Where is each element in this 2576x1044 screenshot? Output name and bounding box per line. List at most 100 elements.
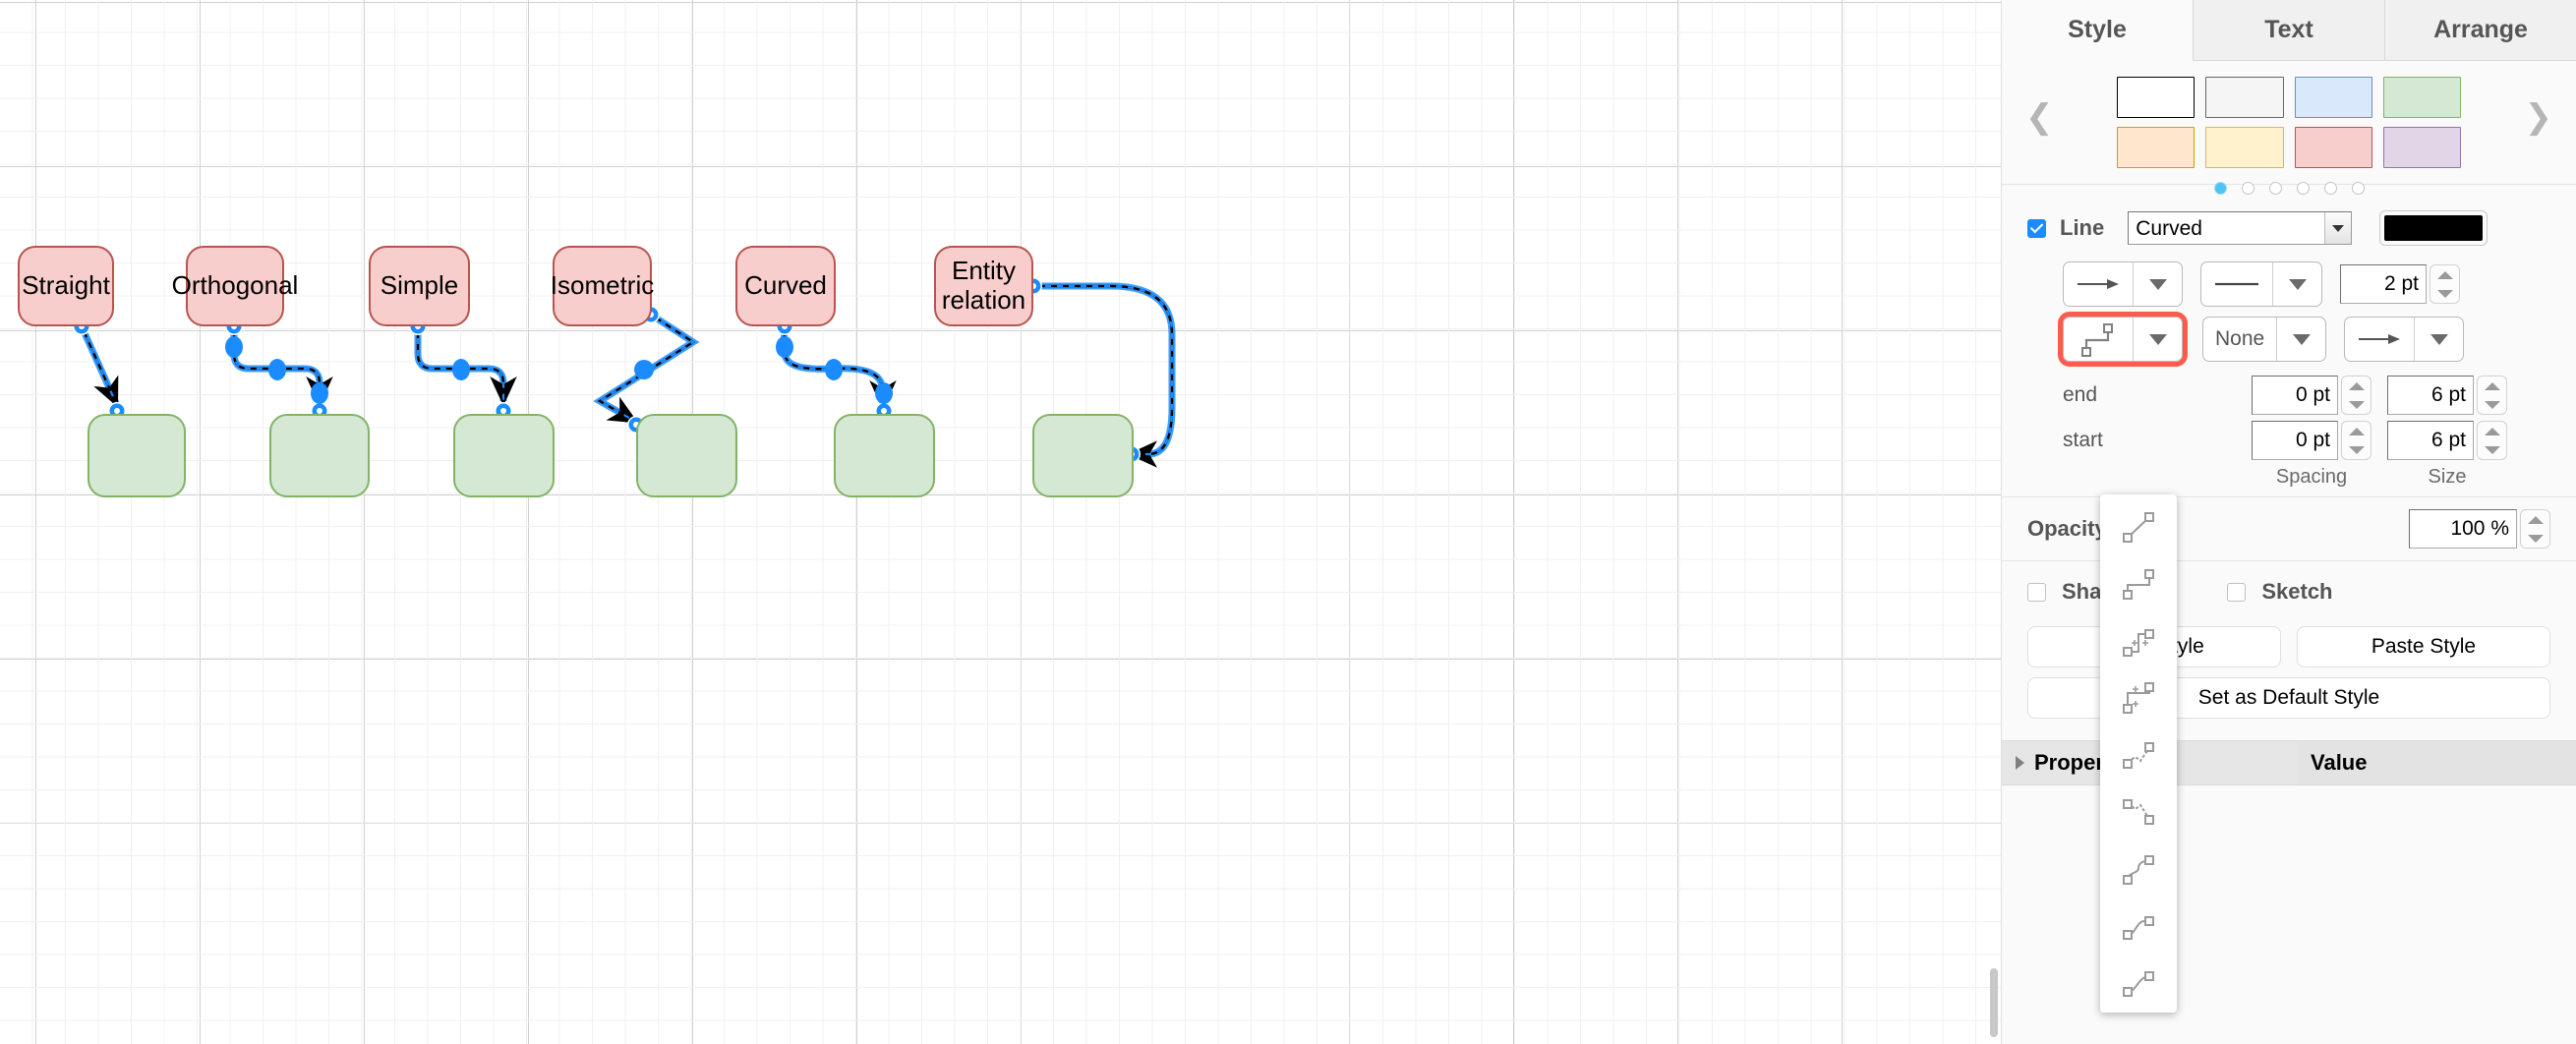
waypoint-handles[interactable] (225, 336, 893, 404)
waypoint-option-entity-relation[interactable] (2100, 898, 2177, 955)
tab-text[interactable]: Text (2194, 0, 2385, 60)
start-arrow-button[interactable] (2063, 261, 2183, 307)
waypoint-option-vertical[interactable] (2100, 612, 2177, 669)
opacity-stepper[interactable] (2520, 509, 2550, 549)
chevron-down-icon[interactable] (2276, 318, 2325, 361)
triangle-right-icon[interactable] (2016, 756, 2024, 770)
line-checkbox[interactable] (2027, 218, 2046, 238)
opacity-input[interactable]: 100 % (2409, 509, 2517, 549)
canvas-vertical-scrollbar[interactable] (1987, 0, 2001, 1044)
style-swatch-3[interactable] (2294, 77, 2372, 118)
shape-target-1[interactable] (88, 414, 186, 497)
chevron-down-icon[interactable] (2272, 262, 2321, 306)
shape-target-3[interactable] (453, 414, 555, 497)
waypoint-option-straight[interactable] (2100, 498, 2177, 555)
default-style-row: Set as Default Style (2002, 677, 2576, 719)
line-dash-button[interactable] (2200, 261, 2322, 307)
shape-target-4[interactable] (636, 414, 737, 497)
scrollbar-thumb[interactable] (1990, 968, 1998, 1037)
stepper-down-icon[interactable] (2478, 440, 2506, 459)
end-arrow-button[interactable] (2344, 317, 2465, 362)
waypoint-option-curved-alt[interactable] (2100, 955, 2177, 1012)
shape-straight[interactable]: Straight (18, 246, 114, 326)
shape-curved[interactable]: Curved (735, 246, 836, 326)
palette-dot-4[interactable] (2296, 182, 2310, 195)
arrow-right-icon (2345, 318, 2414, 361)
waypoint-option-isometric-vertical[interactable] (2100, 783, 2177, 841)
style-swatch-2[interactable] (2205, 77, 2284, 118)
end-size-input[interactable]: 6 pt (2387, 376, 2474, 415)
tab-arrange[interactable]: Arrange (2385, 0, 2576, 60)
stepper-up-icon[interactable] (2342, 377, 2371, 395)
waypoint-option-curved[interactable] (2100, 841, 2177, 898)
line-label: Line (2060, 215, 2105, 240)
waypoint-option-isometric[interactable] (2100, 726, 2177, 783)
line-width-input[interactable]: 2 pt (2340, 264, 2427, 304)
style-swatch-7[interactable] (2294, 127, 2372, 168)
chevron-right-icon[interactable]: ❯ (2524, 98, 2553, 136)
diagram-canvas[interactable]: Straight Orthogonal Simple Isometric Cur… (0, 0, 2001, 1044)
palette-dot-2[interactable] (2241, 182, 2254, 195)
end-spacing-stepper[interactable] (2341, 376, 2371, 415)
line-width-stepper[interactable] (2430, 264, 2460, 304)
shape-target-6[interactable] (1032, 414, 1134, 497)
shape-entity-relation[interactable]: Entity relation (934, 246, 1033, 326)
shape-target-2[interactable] (269, 414, 370, 497)
set-default-style-label: Set as Default Style (2197, 686, 2380, 709)
connector-entity-relation[interactable] (1033, 282, 1176, 468)
end-spacing-field: 0 pt (2252, 376, 2371, 415)
style-swatch-1[interactable] (2117, 77, 2195, 118)
waypoint-style-button[interactable] (2058, 312, 2188, 367)
start-size-stepper[interactable] (2477, 421, 2507, 460)
shape-isometric[interactable]: Isometric (551, 246, 654, 326)
start-size-input[interactable]: 6 pt (2387, 421, 2474, 460)
connector-straight[interactable] (78, 324, 120, 408)
stepper-up-icon[interactable] (2478, 377, 2506, 395)
end-spacing-input[interactable]: 0 pt (2252, 376, 2338, 415)
stepper-down-icon[interactable] (2342, 440, 2371, 459)
opacity-label: Opacity (2027, 516, 2107, 541)
shape-orthogonal[interactable]: Orthogonal (172, 246, 298, 326)
style-swatch-4[interactable] (2382, 77, 2461, 118)
shape-target-5[interactable] (834, 414, 935, 497)
shadow-checkbox[interactable] (2027, 582, 2046, 602)
start-spacing-stepper[interactable] (2341, 421, 2371, 460)
stepper-up-icon[interactable] (2430, 265, 2459, 284)
paste-style-button[interactable]: Paste Style (2297, 626, 2550, 667)
palette-dot-5[interactable] (2323, 182, 2337, 195)
shape-label: Simple (380, 270, 459, 301)
style-swatch-8[interactable] (2382, 127, 2461, 168)
shape-label: Straight (22, 270, 110, 301)
sketch-checkbox[interactable] (2227, 582, 2247, 602)
shape-simple[interactable]: Simple (369, 246, 470, 326)
palette-dot-6[interactable] (2351, 182, 2365, 195)
stepper-up-icon[interactable] (2478, 422, 2506, 440)
perimeter-button[interactable]: None (2202, 317, 2327, 362)
chevron-down-icon[interactable] (2133, 318, 2182, 361)
chevron-left-icon[interactable]: ❮ (2025, 98, 2054, 136)
style-swatch-5[interactable] (2117, 127, 2195, 168)
line-color-button[interactable] (2379, 210, 2488, 246)
chevron-down-icon[interactable] (2414, 318, 2463, 361)
stepper-down-icon[interactable] (2521, 529, 2549, 548)
stepper-up-icon[interactable] (2342, 422, 2371, 440)
tab-style[interactable]: Style (2002, 0, 2194, 61)
waypoint-option-orthogonal[interactable] (2100, 555, 2177, 612)
palette-dot-3[interactable] (2268, 182, 2282, 195)
waypoint-option-horizontal[interactable] (2100, 669, 2177, 726)
stepper-down-icon[interactable] (2430, 284, 2459, 303)
stepper-down-icon[interactable] (2342, 395, 2371, 414)
properties-table-header[interactable]: Property Value (2002, 740, 2576, 785)
style-buttons-row: Copy Style Paste Style (2002, 626, 2576, 667)
start-spacing-input[interactable]: 0 pt (2252, 421, 2338, 460)
stepper-down-icon[interactable] (2478, 395, 2506, 414)
palette-dot-1[interactable] (2213, 182, 2227, 195)
waypoint-style-dropdown[interactable] (2100, 494, 2177, 1013)
line-width-field: 2 pt (2340, 264, 2460, 304)
shape-label: Curved (744, 270, 827, 301)
stepper-up-icon[interactable] (2521, 510, 2549, 529)
line-style-select[interactable]: Curved (2128, 211, 2353, 245)
end-size-stepper[interactable] (2477, 376, 2507, 415)
style-swatch-6[interactable] (2205, 127, 2284, 168)
chevron-down-icon[interactable] (2133, 262, 2182, 306)
